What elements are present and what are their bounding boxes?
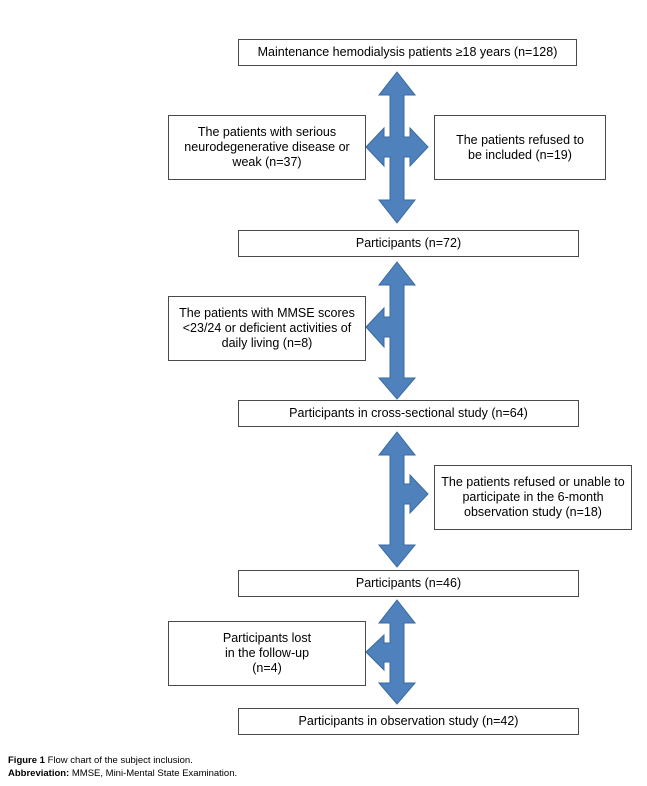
figure-text: Flow chart of the subject inclusion. — [47, 755, 193, 766]
box-excluded-observation-text: The patients refused or unable to partic… — [441, 475, 624, 520]
text-line: (n=4) — [252, 661, 282, 675]
box-excluded-refused: The patients refused to be included (n=1… — [434, 115, 606, 180]
box-observation-study: Participants in observation study (n=42) — [238, 708, 579, 735]
text-line: be included (n=19) — [468, 147, 572, 162]
abbreviation-caption: Abbreviation: MMSE, Mini-Mental State Ex… — [8, 768, 237, 780]
box-participants-46-text: Participants (n=46) — [355, 576, 462, 590]
box-cross-sectional-text: Participants in cross-sectional study (n… — [289, 406, 528, 420]
abbreviation-label: Abbreviation: — [8, 768, 70, 779]
box-enrolled: Maintenance hemodialysis patients ≥18 ye… — [238, 39, 577, 66]
box-lost-followup: Participants lost in the follow-up (n=4) — [168, 621, 366, 686]
text-line: neurodegenerative disease or — [184, 140, 350, 154]
arrow-2 — [365, 261, 417, 400]
box-participants-72-text: Participants (n=72) — [355, 236, 462, 250]
box-excluded-observation: The patients refused or unable to partic… — [434, 465, 632, 530]
text-line: The patients with serious — [197, 125, 337, 139]
box-excluded-refused-text: The patients refused to be included (n=1… — [456, 133, 584, 163]
text-line: weak (n=37) — [232, 155, 302, 169]
figure-label: Figure 1 — [8, 755, 45, 766]
text-line: The patients refused to — [456, 132, 584, 147]
arrow-1 — [365, 71, 429, 224]
text-line: daily living (n=8) — [221, 336, 313, 350]
box-excluded-mmse-text: The patients with MMSE scores <23/24 or … — [179, 306, 355, 351]
box-observation-study-text: Participants in observation study (n=42) — [298, 714, 519, 728]
box-participants-46: Participants (n=46) — [238, 570, 579, 597]
text-line: observation study (n=18) — [464, 505, 602, 519]
box-cross-sectional: Participants in cross-sectional study (n… — [238, 400, 579, 427]
text-line: in the follow-up — [224, 646, 310, 660]
arrow-3 — [377, 431, 429, 568]
text-line: participate in the 6-month — [462, 490, 604, 504]
box-lost-followup-text: Participants lost in the follow-up (n=4) — [223, 631, 311, 676]
box-excluded-neuro-text: The patients with serious neurodegenerat… — [184, 125, 349, 170]
box-excluded-neuro: The patients with serious neurodegenerat… — [168, 115, 366, 180]
box-enrolled-text: Maintenance hemodialysis patients ≥18 ye… — [257, 45, 558, 59]
text-line: The patients with MMSE scores — [179, 306, 355, 320]
box-excluded-mmse: The patients with MMSE scores <23/24 or … — [168, 296, 366, 361]
text-line: <23/24 or deficient activities of — [182, 321, 352, 335]
figure-caption: Figure 1 Flow chart of the subject inclu… — [8, 755, 193, 767]
arrow-4 — [365, 599, 417, 705]
text-line: The patients refused or unable to — [441, 475, 625, 489]
abbreviation-text: MMSE, Mini-Mental State Examination. — [71, 768, 238, 779]
text-line: Participants lost — [222, 631, 312, 645]
box-participants-72: Participants (n=72) — [238, 230, 579, 257]
